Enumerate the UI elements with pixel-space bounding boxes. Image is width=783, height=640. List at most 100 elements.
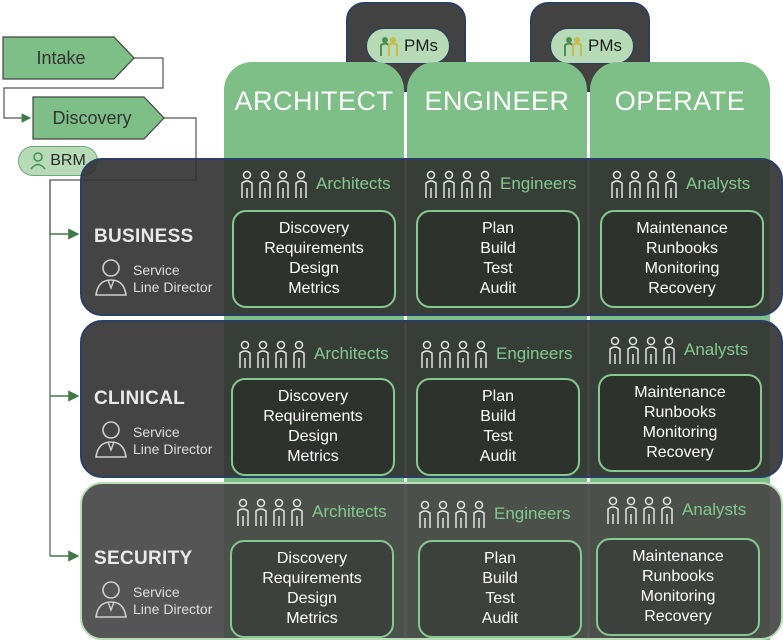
team-architects: Architects	[238, 170, 398, 200]
pm-tab-1: PMs	[346, 2, 466, 92]
task-item: Monitoring	[642, 424, 718, 441]
team-icon	[421, 340, 487, 368]
role-line: Service	[133, 584, 180, 600]
task-item: Test	[483, 428, 513, 445]
director-icon	[95, 259, 127, 296]
role-line: Line Director	[133, 441, 213, 457]
director-icon	[95, 581, 127, 618]
pm-label: PMs	[588, 36, 622, 55]
director-icon	[95, 421, 127, 458]
row-security: SECURITY Service Line Director Architect…	[80, 482, 783, 640]
task-item: Metrics	[288, 280, 340, 297]
team-label: Analysts	[682, 500, 747, 519]
task-item: Monitoring	[644, 260, 720, 277]
team-icon	[237, 498, 303, 526]
team-engineers: Engineers	[418, 340, 588, 370]
task-item: Audit	[481, 610, 519, 627]
task-item: Requirements	[262, 570, 362, 587]
task-card-architect[interactable]: Discovery Requirements Design Metrics	[231, 378, 395, 476]
role-line: Line Director	[133, 279, 213, 295]
task-item: Requirements	[263, 408, 363, 425]
task-item: Runbooks	[645, 240, 719, 257]
team-icon	[419, 500, 485, 528]
task-item: Runbooks	[641, 568, 715, 585]
brm-label: BRM	[50, 152, 86, 169]
task-item: Requirements	[264, 240, 364, 257]
row-role: Service Line Director	[133, 424, 212, 458]
team-label: Engineers	[500, 174, 577, 193]
team-icon	[241, 170, 307, 198]
team-engineers: Engineers	[422, 170, 592, 200]
team-analysts: Analysts	[608, 170, 778, 200]
row-role: Service Line Director	[133, 262, 212, 296]
team-analysts: Analysts	[604, 496, 774, 526]
task-item: Test	[485, 590, 515, 607]
team-icon	[609, 336, 675, 364]
task-item: Plan	[481, 220, 515, 237]
task-item: Recovery	[648, 280, 716, 297]
task-item: Plan	[481, 388, 515, 405]
task-card-engineer[interactable]: Plan Build Test Audit	[418, 540, 582, 638]
team-label: Architects	[316, 174, 391, 193]
team-architects: Architects	[236, 340, 396, 370]
team-label: Engineers	[496, 344, 573, 363]
task-item: Audit	[479, 448, 517, 465]
people-pair-icon	[380, 37, 398, 56]
row-business: BUSINESS Service Line Director Architect…	[80, 158, 783, 316]
row-title: BUSINESS	[94, 226, 194, 247]
row-title: CLINICAL	[94, 388, 186, 409]
task-card-operate[interactable]: Maintenance Runbooks Monitoring Recovery	[600, 210, 764, 308]
discovery-label: Discovery	[52, 107, 132, 128]
task-item: Maintenance	[634, 384, 726, 401]
task-item: Runbooks	[643, 404, 717, 421]
people-pair-icon	[564, 37, 582, 56]
task-item: Discovery	[277, 388, 349, 405]
pm-label: PMs	[404, 36, 438, 55]
team-engineers: Engineers	[416, 500, 586, 530]
task-card-engineer[interactable]: Plan Build Test Audit	[416, 210, 580, 308]
task-item: Design	[289, 260, 339, 277]
team-icon	[425, 170, 491, 198]
row-clinical: CLINICAL Service Line Director Architect…	[80, 320, 783, 478]
pm-badge[interactable]: PMs	[366, 28, 450, 64]
task-item: Test	[483, 260, 513, 277]
task-card-architect[interactable]: Discovery Requirements Design Metrics	[230, 540, 394, 638]
column-title: ENGINEER	[424, 86, 570, 116]
intake-step[interactable]: Intake	[2, 36, 136, 80]
task-item: Build	[480, 408, 516, 425]
task-card-engineer[interactable]: Plan Build Test Audit	[416, 378, 580, 476]
team-analysts: Analysts	[606, 336, 776, 366]
task-item: Metrics	[287, 448, 339, 465]
task-item: Maintenance	[636, 220, 728, 237]
role-line: Service	[133, 262, 180, 278]
role-line: Line Director	[133, 601, 213, 617]
row-title: SECURITY	[94, 548, 193, 569]
task-item: Design	[288, 428, 338, 445]
team-architects: Architects	[234, 498, 394, 528]
role-line: Service	[133, 424, 180, 440]
team-icon	[607, 496, 673, 524]
team-label: Architects	[314, 344, 389, 363]
column-title: ARCHITECT	[234, 86, 394, 116]
team-icon	[239, 340, 305, 368]
pm-tab-2: PMs	[530, 2, 650, 92]
pm-badge[interactable]: PMs	[550, 28, 634, 64]
task-item: Metrics	[286, 610, 338, 627]
discovery-step[interactable]: Discovery	[32, 96, 166, 140]
task-item: Build	[482, 570, 518, 587]
task-item: Build	[480, 240, 516, 257]
intake-label: Intake	[36, 47, 86, 68]
task-item: Discovery	[276, 550, 348, 567]
team-label: Architects	[312, 502, 387, 521]
task-card-architect[interactable]: Discovery Requirements Design Metrics	[232, 210, 396, 308]
task-card-operate[interactable]: Maintenance Runbooks Monitoring Recovery	[596, 538, 760, 636]
task-card-operate[interactable]: Maintenance Runbooks Monitoring Recovery	[598, 374, 762, 472]
team-label: Analysts	[686, 174, 751, 193]
chevron-shape	[32, 96, 165, 140]
row-role: Service Line Director	[133, 584, 212, 618]
task-item: Discovery	[278, 220, 350, 237]
task-item: Maintenance	[632, 548, 724, 565]
team-label: Engineers	[494, 504, 571, 523]
task-item: Monitoring	[640, 588, 716, 605]
chevron-shape	[2, 36, 135, 80]
